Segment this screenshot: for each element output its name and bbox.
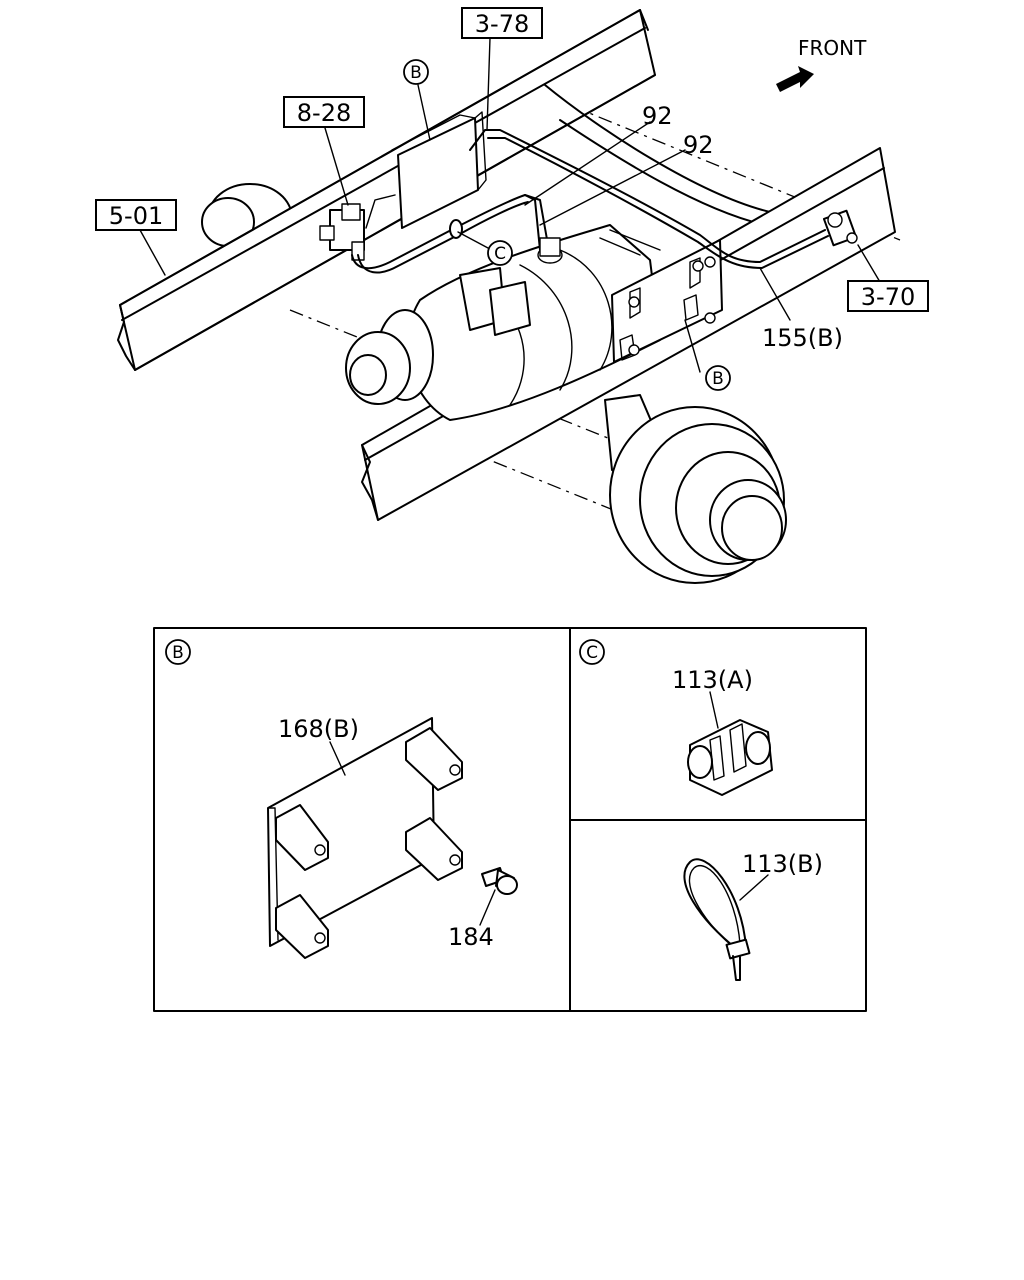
part-label-92-upper: 92	[642, 102, 673, 130]
part-label-155b: 155(B)	[762, 324, 843, 352]
detail-c-tie: 113(B)	[683, 850, 823, 981]
ref-box-3-70: 3-70	[847, 280, 929, 312]
callout-c-detail: C	[579, 639, 605, 665]
part-label-168b: 168(B)	[278, 715, 359, 743]
detail-b: B 168(B) 184	[165, 639, 518, 959]
flange-bolt	[481, 867, 518, 895]
ref-label: 3-70	[861, 283, 915, 311]
callout-b-upper: B	[403, 59, 429, 85]
callout-b-detail: B	[165, 639, 191, 665]
leader-184	[479, 889, 496, 926]
frame-rail-upper	[117, 9, 656, 371]
part-label-92-lower: 92	[683, 131, 714, 159]
callout-letter: C	[494, 244, 506, 264]
detail-panel-frame	[153, 627, 867, 1012]
bracket-bolts	[537, 237, 716, 356]
cross-member	[544, 84, 771, 226]
differential-housing	[406, 224, 661, 421]
axle-end-left	[345, 309, 434, 405]
callout-letter: B	[172, 643, 184, 663]
ref-box-5-01: 5-01	[95, 199, 177, 231]
rear-hub-right	[604, 394, 787, 584]
callout-letter: C	[586, 643, 598, 663]
valve-assembly	[319, 203, 365, 261]
leader-113a	[709, 691, 719, 729]
bracket-plate	[267, 717, 463, 959]
leader-lines	[139, 37, 881, 373]
control-unit-bracket	[391, 111, 487, 229]
ref-label: 5-01	[109, 202, 163, 230]
part-label-113a: 113(A)	[672, 666, 753, 694]
callout-b-lower: B	[705, 365, 731, 391]
ref-box-8-28: 8-28	[283, 96, 365, 128]
callout-c-main: C	[487, 240, 513, 266]
callout-letter: B	[712, 369, 724, 389]
harness-clip-113a	[687, 719, 773, 796]
front-direction-arrow	[776, 66, 814, 92]
ref-box-3-78: 3-78	[461, 7, 543, 39]
ref-label: 3-78	[475, 10, 529, 38]
chassis-assembly	[117, 9, 901, 584]
leader-113b	[739, 874, 769, 901]
part-label-113b: 113(B)	[742, 850, 823, 878]
harness-clip	[449, 219, 463, 239]
front-label: FRONT	[798, 36, 867, 60]
ref-label: 8-28	[297, 99, 351, 127]
cable-tie-113b	[683, 858, 751, 981]
detail-c-clip: C 113(A)	[579, 639, 773, 796]
part-label-184: 184	[448, 923, 494, 951]
wheel-speed-sensor-connector	[822, 209, 858, 247]
callout-letter: B	[410, 63, 422, 83]
leader-168b	[329, 741, 346, 776]
